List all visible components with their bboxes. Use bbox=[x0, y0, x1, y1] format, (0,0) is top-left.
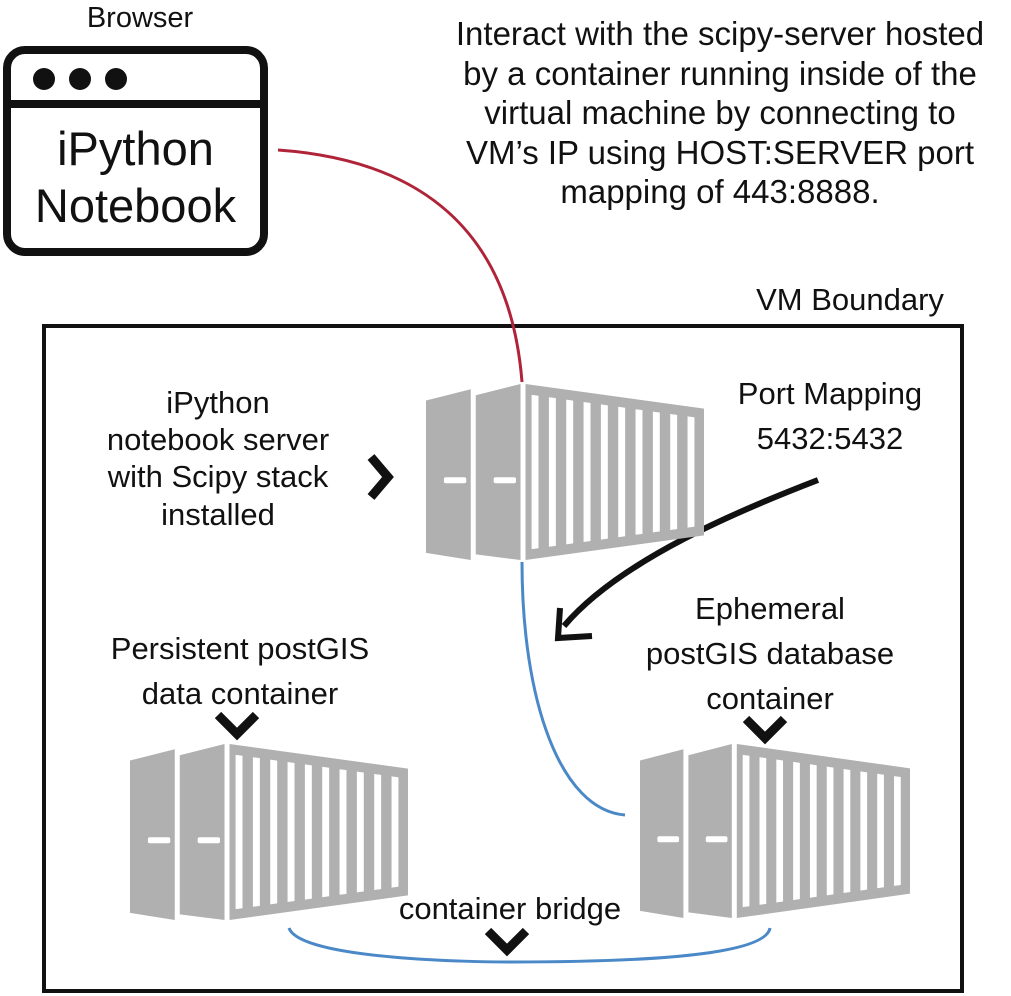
ephemeral-container-label: Ephemeral postGIS database container bbox=[645, 591, 895, 716]
container-rib bbox=[793, 761, 800, 901]
container-rib bbox=[687, 416, 695, 528]
container-door bbox=[130, 749, 175, 920]
ephemeral-chevron-icon bbox=[742, 715, 788, 745]
bridge-chevron-icon bbox=[484, 927, 530, 957]
container-rib bbox=[600, 404, 608, 540]
ephemeral-container-icon bbox=[640, 744, 910, 918]
port-mapping-arrow-line bbox=[561, 477, 820, 628]
window-dot-icon bbox=[69, 68, 91, 90]
container-bridge-label: container bridge bbox=[398, 891, 622, 926]
container-rib bbox=[339, 769, 347, 895]
server-container-label: iPython notebook server with Scipy stack… bbox=[106, 385, 330, 532]
container-rib bbox=[776, 759, 784, 903]
container-door bbox=[179, 744, 225, 920]
container-door bbox=[426, 389, 471, 560]
browser-link-line bbox=[277, 148, 524, 383]
container-rib bbox=[826, 766, 834, 896]
container-rib bbox=[356, 771, 364, 893]
container-rib bbox=[566, 399, 574, 545]
container-door bbox=[688, 744, 732, 918]
server-chevron-icon bbox=[367, 454, 394, 500]
container-door bbox=[475, 384, 521, 560]
container-rib bbox=[304, 764, 312, 900]
container-bridge-line bbox=[287, 927, 772, 964]
container-rib bbox=[843, 769, 851, 893]
port-mapping-arrowhead bbox=[554, 607, 593, 642]
container-handle bbox=[147, 837, 171, 844]
container-rib bbox=[618, 406, 626, 538]
browser-content-label: iPython Notebook bbox=[34, 122, 237, 233]
container-rib bbox=[635, 409, 643, 535]
container-rib bbox=[877, 773, 884, 889]
container-rib bbox=[374, 773, 382, 891]
container-rib bbox=[548, 397, 556, 547]
browser-title-bar bbox=[11, 54, 260, 108]
container-rib bbox=[322, 766, 330, 898]
container-rib bbox=[583, 402, 591, 542]
vm-boundary-box bbox=[42, 324, 964, 993]
container-rib bbox=[759, 757, 767, 905]
container-rib bbox=[235, 754, 243, 910]
container-rib bbox=[670, 413, 678, 531]
container-handle bbox=[443, 477, 467, 484]
persistent-container-label: Persistent postGIS data container bbox=[110, 631, 370, 711]
container-door bbox=[640, 749, 684, 918]
server-ephemeral-link-line bbox=[520, 561, 626, 817]
port-mapping-label: Port Mapping 5432:5432 bbox=[737, 376, 923, 456]
container-rib bbox=[652, 411, 660, 533]
container-rib bbox=[287, 762, 295, 902]
container-handle bbox=[197, 837, 221, 844]
browser-title: Browser bbox=[86, 2, 194, 34]
vm-boundary-label: VM Boundary bbox=[756, 282, 944, 317]
container-handle bbox=[705, 836, 728, 843]
container-rib bbox=[270, 759, 278, 905]
persistent-chevron-icon bbox=[214, 711, 260, 741]
persistent-container-icon bbox=[130, 744, 408, 920]
container-handle bbox=[657, 836, 680, 843]
container-rib bbox=[252, 757, 260, 907]
container-rib bbox=[531, 394, 539, 550]
container-rib bbox=[742, 754, 750, 908]
container-handle bbox=[493, 477, 517, 484]
connection-note: Interact with the scipy-server hosted by… bbox=[455, 15, 985, 211]
container-rib bbox=[809, 764, 817, 898]
browser-window-icon: iPython Notebook bbox=[3, 46, 268, 256]
container-rib bbox=[391, 776, 399, 888]
container-rib bbox=[894, 776, 901, 886]
server-container-icon bbox=[426, 384, 704, 560]
container-rib bbox=[860, 771, 868, 891]
window-dot-icon bbox=[33, 68, 55, 90]
window-dot-icon bbox=[105, 68, 127, 90]
